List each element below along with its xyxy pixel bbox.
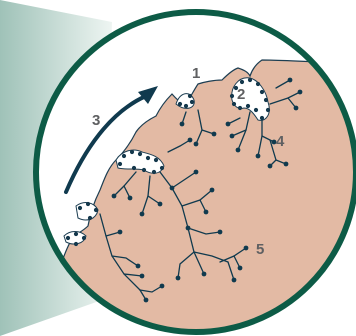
advance-direction-arrow: [64, 86, 158, 194]
filament-cluster-top: [179, 109, 217, 147]
label-3: 3: [92, 112, 100, 129]
label-4: 4: [276, 133, 285, 150]
label-5: 5: [256, 241, 264, 258]
filament-cluster-center: [99, 137, 249, 303]
lens-ring: [33, 9, 356, 335]
label-2: 2: [237, 86, 245, 103]
filament-cluster-upper-right: [225, 77, 303, 169]
label-1: 1: [192, 65, 200, 82]
pocket-region-5: [63, 231, 87, 245]
pocket-region-2: [231, 77, 270, 121]
edge-pit-dots: [65, 77, 271, 247]
